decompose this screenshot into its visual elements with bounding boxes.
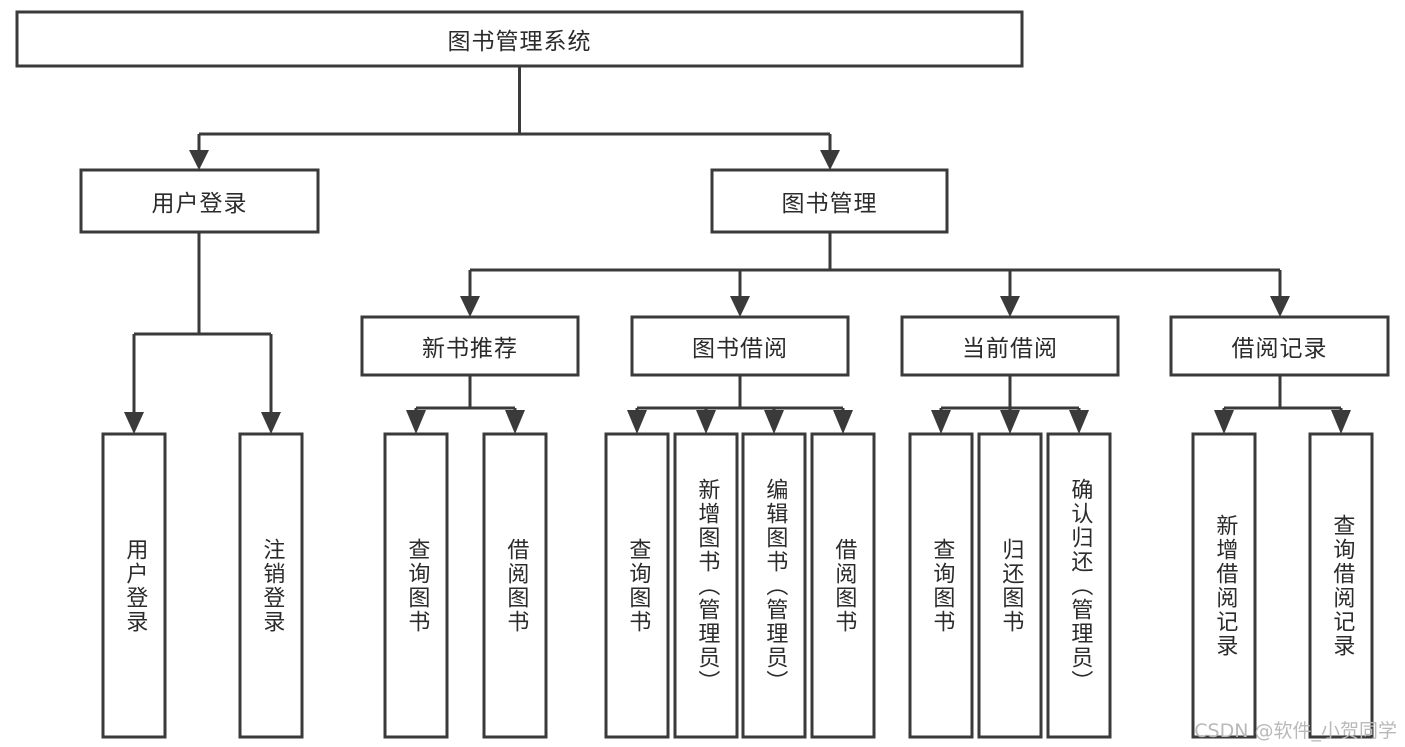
node-box-book-management[interactable] [710,168,949,234]
arrow-head-user-login [189,150,209,170]
arrow-head-cb-1 [931,410,951,434]
arrow-head-book-borrow [730,296,750,317]
leaf-box-borrow-record-1[interactable] [1308,432,1374,739]
connector-root-to-level2 [189,66,840,170]
arrow-head-nb-2 [505,410,525,434]
node-box-borrow-record[interactable] [1169,315,1390,377]
arrow-head-current-borrow [1000,296,1020,317]
arrow-head-leaf-logout [261,412,281,434]
leaf-box-book-borrow-3[interactable] [810,432,876,739]
arrow-head-bb-2 [696,410,716,434]
arrow-head-br-1 [1214,410,1234,434]
arrow-head-book-mgmt [820,150,840,170]
leaf-box-book-borrow-0[interactable] [604,432,670,739]
arrow-head-borrow-record [1270,296,1290,317]
arrow-head-leaf-user-login [124,412,144,434]
connector-book-mgmt-to-level3 [460,232,1290,317]
connector-current-borrow-to-leaves [931,375,1089,434]
arrow-head-nb-1 [406,410,426,434]
connector-borrow-record-to-leaves [1214,375,1351,434]
leaf-box-user-login-1[interactable] [238,432,304,739]
connector-new-book-to-leaves [406,375,525,434]
leaf-box-new-book-0[interactable] [383,432,449,739]
arrow-head-bb-1 [627,410,647,434]
connector-user-login-to-leaves [124,232,281,434]
leaf-box-current-borrow-0[interactable] [908,432,974,739]
leaf-box-new-book-1[interactable] [482,432,548,739]
connector-book-borrow-to-leaves [627,375,853,434]
arrow-head-br-2 [1331,410,1351,434]
leaf-box-current-borrow-1[interactable] [977,432,1043,739]
node-box-root[interactable] [15,10,1024,68]
arrow-head-bb-4 [833,410,853,434]
node-box-new-book-recommend[interactable] [360,315,580,377]
leaf-box-user-login-0[interactable] [101,432,167,739]
node-box-book-borrow[interactable] [630,315,850,377]
arrow-head-cb-3 [1069,410,1089,434]
arrow-head-cb-2 [1000,410,1020,434]
arrow-head-new-book [460,296,480,317]
leaf-box-borrow-record-0[interactable] [1191,432,1257,739]
leaf-box-current-borrow-2[interactable] [1046,432,1112,739]
leaf-box-book-borrow-2[interactable] [741,432,807,739]
leaf-box-book-borrow-1[interactable] [673,432,739,739]
node-box-current-borrow[interactable] [900,315,1120,377]
node-box-user-login[interactable] [79,168,320,234]
arrow-head-bb-3 [764,410,784,434]
